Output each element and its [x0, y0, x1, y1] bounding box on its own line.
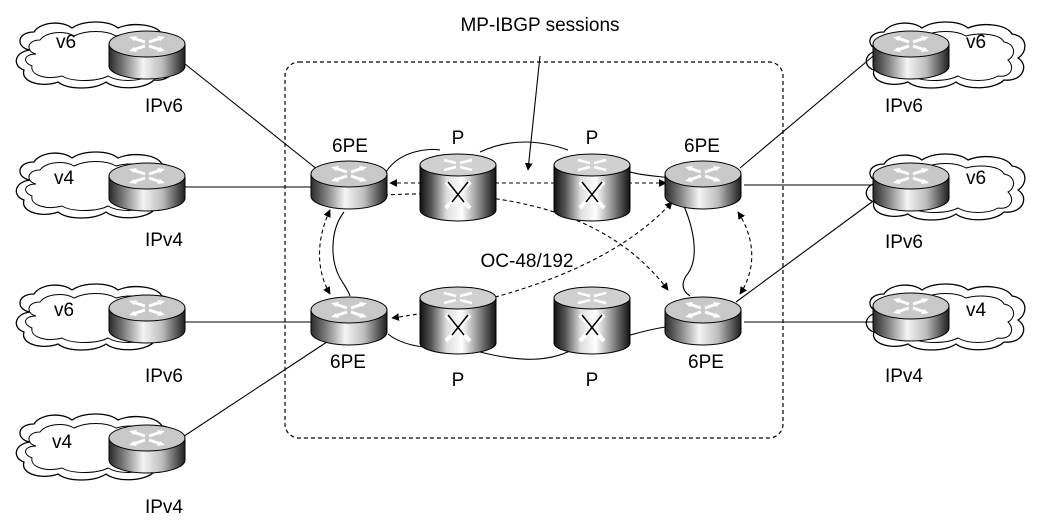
cloud-label-lr: v4: [966, 300, 987, 321]
router-ce-lr: [871, 291, 951, 343]
cloud-label-mr: v6: [966, 168, 986, 189]
switch-label-p-tr: P: [586, 128, 599, 149]
switch-label-p-tl: P: [452, 128, 465, 149]
router-ce-ll: [107, 293, 187, 345]
router-pe-tr: [663, 159, 743, 211]
diagram-title: MP-IBGP sessions: [460, 15, 619, 36]
switch-p-bl: [418, 285, 498, 356]
router-ce-mr: [871, 161, 951, 213]
cloud-label-bl: v4: [52, 432, 73, 453]
core-boundary: [284, 61, 784, 439]
cloud-label-ll: v6: [54, 300, 74, 321]
router-label-ce-tl: IPv6: [145, 96, 183, 117]
cloud-label-ml: v4: [54, 168, 75, 189]
router-label-ce-bl: IPv4: [145, 497, 183, 518]
cloud-label-tl: v6: [56, 32, 76, 53]
router-ce-tl: [107, 29, 187, 81]
title-pointer: [524, 55, 541, 171]
switch-label-p-bl: P: [452, 370, 465, 391]
switch-label-p-br: P: [586, 370, 599, 391]
router-label-pe-tr: 6PE: [684, 136, 720, 157]
router-pe-bl: [309, 295, 389, 347]
router-label-ce-mr: IPv6: [885, 232, 923, 253]
router-ce-bl: [107, 423, 187, 475]
cloud-label-tr: v6: [966, 32, 986, 53]
switch-p-br: [552, 285, 632, 356]
router-label-pe-bl: 6PE: [330, 352, 366, 373]
router-pe-tl: [309, 159, 389, 211]
router-ce-tr: [871, 29, 951, 81]
router-ce-ml: [107, 161, 187, 213]
switch-p-tl: [418, 152, 498, 223]
links: [165, 51, 881, 449]
router-label-ce-ll: IPv6: [145, 366, 183, 387]
switch-p-tr: [552, 152, 632, 223]
router-label-pe-br: 6PE: [688, 352, 724, 373]
router-label-ce-tr: IPv6: [885, 96, 923, 117]
router-label-ce-lr: IPv4: [885, 366, 923, 387]
router-pe-br: [663, 295, 743, 347]
router-label-ce-ml: IPv4: [145, 230, 183, 251]
core-label: OC-48/192: [481, 251, 574, 272]
router-label-pe-tl: 6PE: [332, 136, 368, 157]
